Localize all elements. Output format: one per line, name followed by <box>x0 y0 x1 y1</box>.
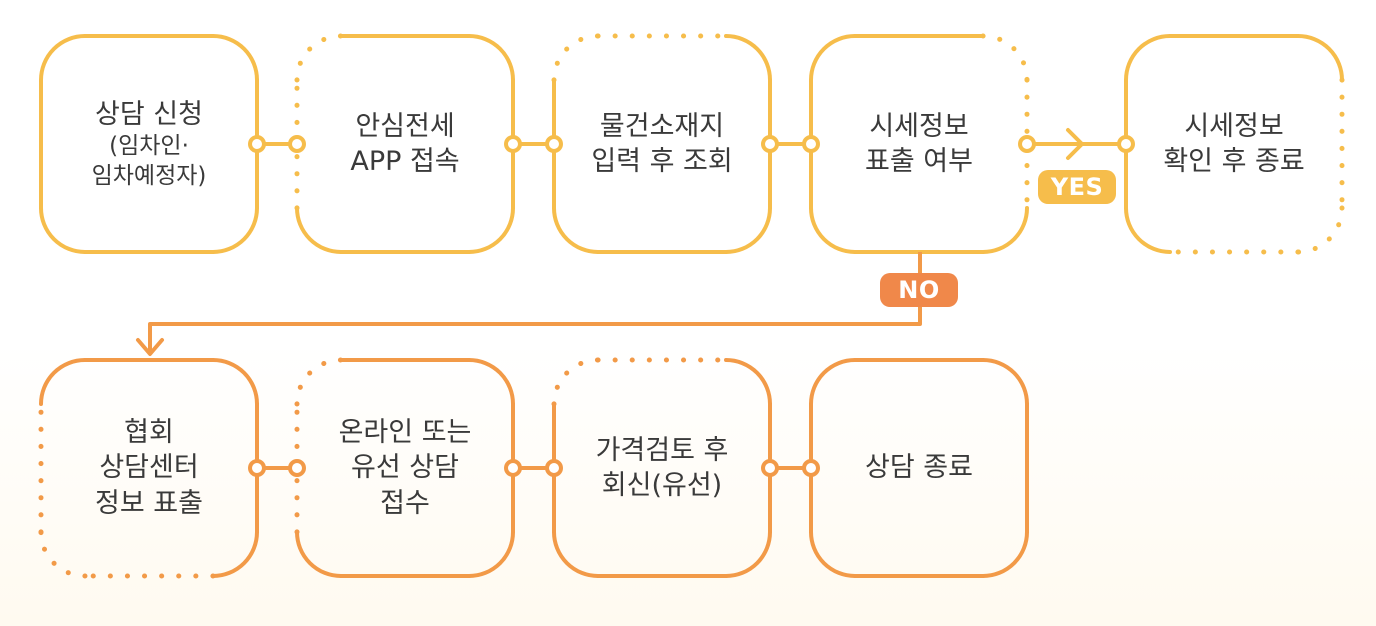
row1-connector-1-start-dot <box>504 135 522 153</box>
price-confirm-border-br <box>1295 205 1345 255</box>
price-review-reply-border-tr <box>724 358 772 406</box>
online-phone-intake-border-tl <box>294 357 344 407</box>
app-access-label-line: APP 접속 <box>350 146 460 177</box>
association-info-border-tl <box>39 358 87 406</box>
association-info-border-tr <box>211 358 259 406</box>
consult-request-border-bl <box>39 206 87 254</box>
app-access-border-tr <box>467 34 515 82</box>
property-lookup-border-tr <box>724 34 772 82</box>
row1-connector-3-start-dot <box>1018 135 1036 153</box>
association-info-label-line: 협회 <box>124 417 174 449</box>
consult-end-label-line: 상담 종료 <box>865 452 973 484</box>
app-access-label-line: 안심전세 <box>355 110 455 142</box>
app-access-border-br <box>467 206 515 254</box>
online-phone-intake-border-br <box>467 530 515 578</box>
property-lookup-border-tl <box>551 33 601 83</box>
price-check-border-tl <box>809 34 857 82</box>
row2-connector-1-end-dot <box>545 459 563 477</box>
consult-end-border-br <box>981 530 1029 578</box>
association-info-label-line: 정보 표출 <box>95 487 203 519</box>
consult-request-node: 상담 신청(임차인· 임차예정자) <box>41 36 257 252</box>
price-confirm-border-bl <box>1124 206 1172 254</box>
association-info-label-line: 상담센터 <box>99 452 199 484</box>
consult-end-border-tl <box>809 358 857 406</box>
consult-end-border-bl <box>809 530 857 578</box>
price-check-border-tr <box>980 33 1030 83</box>
row2-connector-1-start-dot <box>504 459 522 477</box>
price-check-border-bl <box>809 206 857 254</box>
online-phone-intake-border-tr <box>467 358 515 406</box>
price-confirm-border-tl <box>1124 34 1172 82</box>
no-badge: NO <box>880 273 958 307</box>
consult-end-node: 상담 종료 <box>811 360 1027 576</box>
app-access-border-bl <box>295 206 343 254</box>
price-confirm-label-line: 확인 후 종료 <box>1163 146 1305 177</box>
property-lookup-label-line: 물건소재지 <box>599 110 725 142</box>
online-phone-intake-label-line: 접수 <box>380 487 430 519</box>
consult-end-border-tr <box>981 358 1029 406</box>
price-review-reply-label-line: 가격검토 후 <box>595 434 729 466</box>
row2-connector-0-start-dot <box>248 459 266 477</box>
row1-connector-0-end-dot <box>288 135 306 153</box>
association-info-border-br <box>211 530 259 578</box>
price-review-reply-border-bl <box>552 530 600 578</box>
no-branch-line <box>148 252 922 352</box>
row1-connector-3-end-dot <box>1117 135 1135 153</box>
row2-connector-0-end-dot <box>288 459 306 477</box>
row2-connector-2-start-dot <box>761 459 779 477</box>
consult-request-border-tr <box>211 34 259 82</box>
row1-connector-2-start-dot <box>761 135 779 153</box>
property-lookup-label-line: 입력 후 조회 <box>591 146 733 177</box>
consult-request-label-line: 상담 신청 <box>95 98 203 130</box>
row1-connector-0-start-dot <box>248 135 266 153</box>
app-access-border-tl <box>294 33 344 83</box>
price-confirm-label-line: 시세정보 <box>1184 110 1284 142</box>
no-arrow-head <box>136 338 164 356</box>
association-info-border-bl <box>38 529 88 579</box>
consult-request-border-br <box>211 206 259 254</box>
online-phone-intake-label-line: 온라인 또는 <box>338 417 472 449</box>
consult-request-sublabel-line: (임차인· <box>109 132 189 159</box>
price-review-reply-border-br <box>724 530 772 578</box>
online-phone-intake-border-bl <box>295 530 343 578</box>
row1-connector-1-end-dot <box>545 135 563 153</box>
yes-arrow-head <box>1066 128 1084 160</box>
property-lookup-border-bl <box>552 206 600 254</box>
price-check-border-br <box>981 206 1029 254</box>
row2-connector-2-end-dot <box>802 459 820 477</box>
property-lookup-border-br <box>724 206 772 254</box>
online-phone-intake-label-line: 유선 상담 <box>351 452 459 484</box>
yes-badge: YES <box>1038 170 1116 204</box>
consult-request-border-tl <box>39 34 87 82</box>
price-check-label-line: 표출 여부 <box>865 146 973 177</box>
consult-request-sublabel-line: 임차예정자) <box>91 162 207 189</box>
row1-connector-2-end-dot <box>802 135 820 153</box>
app-access-node: 안심전세 APP 접속 <box>297 36 513 252</box>
price-check-label-line: 시세정보 <box>869 110 969 142</box>
price-review-reply-border-tl <box>551 357 601 407</box>
price-confirm-border-tr <box>1296 34 1344 82</box>
price-review-reply-label-line: 회신(유선) <box>601 470 723 501</box>
